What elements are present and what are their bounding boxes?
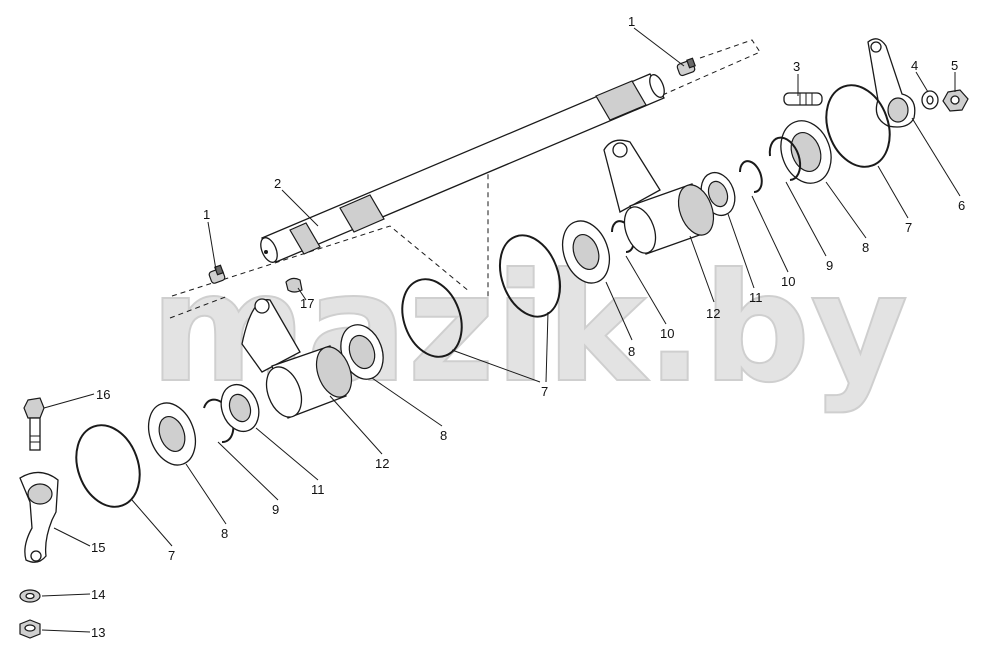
- grease-fitting-upper: [676, 57, 696, 77]
- seal-cover-center: [561, 220, 611, 284]
- spring-pin-part: [783, 92, 823, 106]
- callout-10-right: 10: [781, 274, 795, 289]
- callout-1-upper: 1: [628, 14, 635, 29]
- circlip-right: [768, 136, 802, 181]
- callout-12-left: 12: [375, 456, 389, 471]
- callout-7-right: 7: [905, 220, 912, 235]
- circlip-small-right: [739, 160, 763, 194]
- retaining-ring-right: [825, 84, 891, 168]
- leader-lines: [41, 27, 961, 633]
- callout-12-right: 12: [706, 306, 720, 321]
- callout-labels: 1 1 2 3 4 5 6 7 7 7 8 8 8 8 9 9 10 10 11…: [91, 14, 965, 640]
- callout-8-left: 8: [221, 526, 228, 541]
- callout-3: 3: [793, 59, 800, 74]
- callout-7-left: 7: [168, 548, 175, 563]
- bracket-housing-right: [603, 139, 715, 255]
- retaining-ring-middle: [401, 278, 463, 358]
- callout-11-right: 11: [749, 290, 763, 305]
- callout-1-lower: 1: [203, 207, 210, 222]
- seal-cover-right: [780, 120, 832, 184]
- callout-16: 16: [96, 387, 110, 402]
- callout-2: 2: [274, 176, 281, 191]
- bolt-part: [23, 397, 45, 451]
- callout-13: 13: [91, 625, 105, 640]
- callout-5: 5: [951, 58, 958, 73]
- grease-fitting-lower: [208, 264, 226, 284]
- lever-upper-part: [867, 38, 916, 128]
- callout-7-center: 7: [541, 384, 548, 399]
- lever-lower-part: [19, 471, 59, 563]
- assembly-axis-upper: [487, 39, 761, 300]
- retaining-ring-center: [499, 234, 561, 318]
- callout-10-center: 10: [660, 326, 674, 341]
- assembly-axis-lower: [171, 225, 471, 297]
- callout-11-left: 11: [311, 482, 325, 497]
- seal-cover-left: [147, 402, 197, 466]
- callout-15: 15: [91, 540, 105, 555]
- callout-4: 4: [911, 58, 918, 73]
- assembly-axis-left: [169, 295, 229, 319]
- bearing-left: [220, 383, 260, 433]
- callout-8-center: 8: [628, 344, 635, 359]
- callout-8-right: 8: [862, 240, 869, 255]
- shaft-part: [260, 73, 665, 263]
- callout-9-left: 9: [272, 502, 279, 517]
- callout-6: 6: [958, 198, 965, 213]
- bracket-housing-left: [241, 298, 353, 419]
- callout-9-right: 9: [826, 258, 833, 273]
- callout-14: 14: [91, 587, 105, 602]
- callout-8-middle: 8: [440, 428, 447, 443]
- callout-17: 17: [300, 296, 314, 311]
- retaining-ring-left: [75, 424, 141, 508]
